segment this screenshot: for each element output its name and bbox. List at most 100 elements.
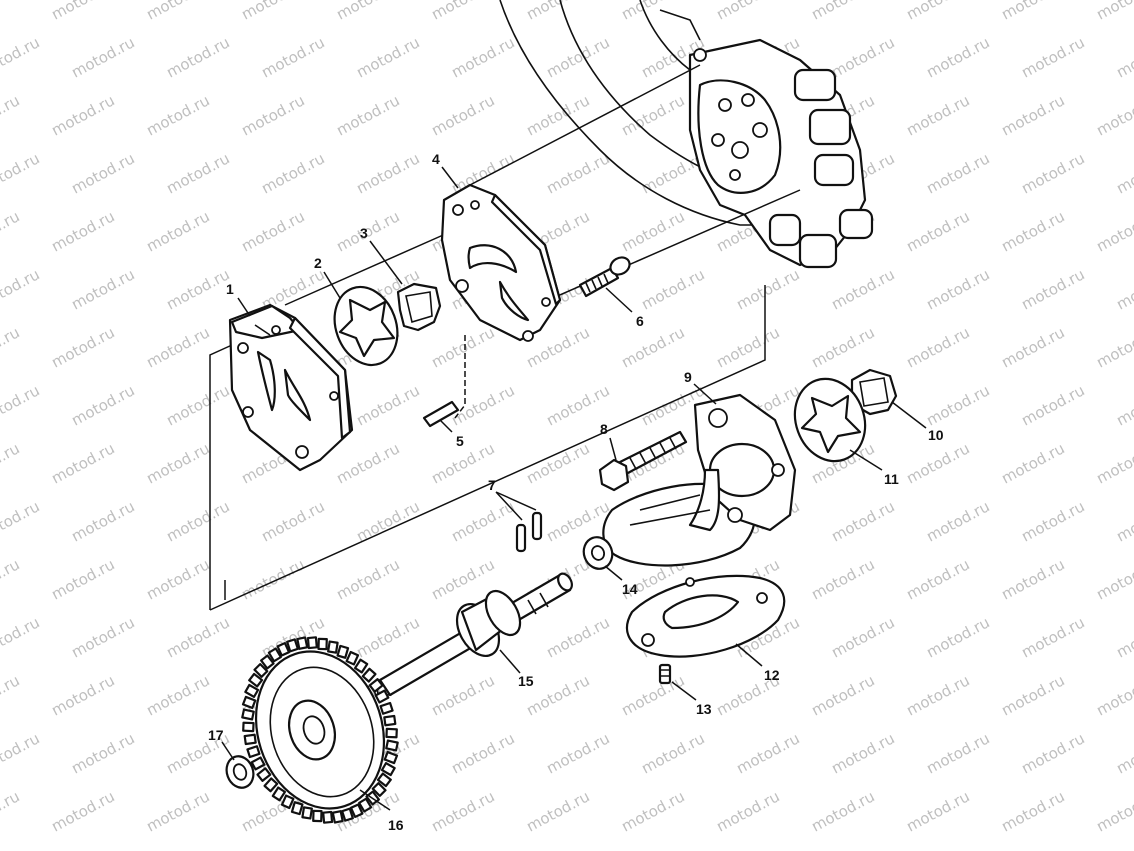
part-14-washer [582, 536, 614, 570]
gear-tooth [322, 810, 334, 824]
gear-tooth [353, 658, 369, 674]
watermark-text: motod.ru [1093, 787, 1134, 835]
watermark-text: motod.ru [1113, 497, 1134, 545]
watermark-text: motod.ru [333, 0, 402, 24]
gear-tooth [312, 809, 323, 823]
crankcase-housing [499, 0, 874, 269]
alignment-lines [209, 64, 801, 611]
gear-tooth [349, 803, 364, 819]
watermark-text: motod.ru [523, 671, 592, 719]
watermark-text: motod.ru [163, 613, 232, 661]
callout-2: 2 [314, 255, 322, 271]
watermark-text: motod.ru [0, 671, 23, 719]
watermark-text: motod.ru [48, 555, 117, 603]
watermark-text: motod.ru [903, 0, 972, 24]
watermark-text: motod.ru [238, 555, 307, 603]
watermark-text: motod.ru [923, 497, 992, 545]
watermark-text: motod.ru [1093, 671, 1134, 719]
part-5-dowel-pin [422, 400, 460, 428]
watermark-text: motod.ru [923, 613, 992, 661]
watermark-text: motod.ru [163, 33, 232, 81]
watermark-text: motod.ru [0, 323, 23, 371]
watermark-text: motod.ru [618, 323, 687, 371]
watermark-text: motod.ru [448, 33, 517, 81]
callout-9: 9 [684, 369, 692, 385]
watermark-text: motod.ru [998, 439, 1067, 487]
gear-tooth [244, 683, 260, 698]
watermark-text: motod.ru [143, 0, 212, 24]
gear-tooth [241, 695, 257, 710]
callout-8: 8 [600, 421, 608, 437]
part-13-screw [658, 663, 672, 685]
watermark-text: motod.ru [428, 671, 497, 719]
watermark-text: motod.ru [998, 787, 1067, 835]
watermark-text: motod.ru [733, 729, 802, 777]
watermark-text: motod.ru [163, 381, 232, 429]
part-4-pump-plate [440, 183, 562, 342]
watermark-text: motod.ru [1018, 33, 1087, 81]
gear-tooth [243, 733, 257, 746]
gear-tooth [336, 644, 350, 659]
watermark-text: motod.ru [48, 787, 117, 835]
watermark-text: motod.ru [828, 729, 897, 777]
gear-tooth [250, 756, 266, 771]
gear-tooth [371, 782, 387, 797]
callout-15: 15 [518, 673, 534, 689]
watermark-text: motod.ru [543, 33, 612, 81]
gear-tooth [253, 663, 269, 678]
watermark-text: motod.ru [713, 0, 782, 24]
watermark-text: motod.ru [1113, 613, 1134, 661]
watermark-text: motod.ru [0, 497, 43, 545]
watermark-text: motod.ru [68, 381, 137, 429]
watermark-text: motod.ru [0, 207, 23, 255]
watermark-text: motod.ru [0, 613, 43, 661]
watermark-text: motod.ru [238, 0, 307, 24]
watermark-text: motod.ru [618, 0, 687, 24]
callout-17: 17 [208, 727, 224, 743]
watermark-text: motod.ru [1018, 613, 1087, 661]
watermark-text: motod.ru [68, 149, 137, 197]
gear-tooth [379, 701, 394, 715]
watermark-text: motod.ru [808, 323, 877, 371]
watermark-text: motod.ru [923, 729, 992, 777]
watermark-text: motod.ru [638, 265, 707, 313]
watermark-text: motod.ru [163, 497, 232, 545]
watermark-text: motod.ru [0, 33, 43, 81]
watermark-text: motod.ru [1093, 555, 1134, 603]
watermark-text: motod.ru [1093, 439, 1134, 487]
part-6-screw [578, 256, 631, 298]
part-7-pins [515, 511, 543, 553]
gear-tooth [331, 810, 344, 824]
watermark-text: motod.ru [143, 671, 212, 719]
watermark-text: motod.ru [903, 323, 972, 371]
watermark-text: motod.ru [238, 91, 307, 139]
watermark-text: motod.ru [48, 207, 117, 255]
gear-tooth [368, 678, 384, 693]
watermark-text: motod.ru [0, 787, 23, 835]
watermark-text: motod.ru [1113, 265, 1134, 313]
gear-tooth [263, 777, 279, 793]
watermark-text: motod.ru [998, 91, 1067, 139]
gear-tooth [341, 807, 354, 822]
part-17-circlip [225, 755, 255, 789]
watermark-text: motod.ru [428, 91, 497, 139]
watermark-text: motod.ru [333, 439, 402, 487]
gear-tooth [385, 739, 399, 752]
watermark-text: motod.ru [448, 729, 517, 777]
watermark-text: motod.ru [733, 265, 802, 313]
watermark-text: motod.ru [1113, 729, 1134, 777]
watermark-text: motod.ru [68, 613, 137, 661]
watermark-text: motod.ru [998, 0, 1067, 24]
watermark-text: motod.ru [1018, 381, 1087, 429]
gear-tooth [290, 801, 304, 816]
watermark-text: motod.ru [0, 381, 43, 429]
watermark-text: motod.ru [828, 265, 897, 313]
gear-tooth [296, 636, 309, 650]
watermark-text: motod.ru [923, 265, 992, 313]
watermark-text: motod.ru [353, 613, 422, 661]
watermark-text: motod.ru [448, 381, 517, 429]
watermark-text: motod.ru [543, 729, 612, 777]
watermark-text: motod.ru [238, 207, 307, 255]
watermark-text: motod.ru [163, 265, 232, 313]
watermark-text: motod.ru [353, 497, 422, 545]
